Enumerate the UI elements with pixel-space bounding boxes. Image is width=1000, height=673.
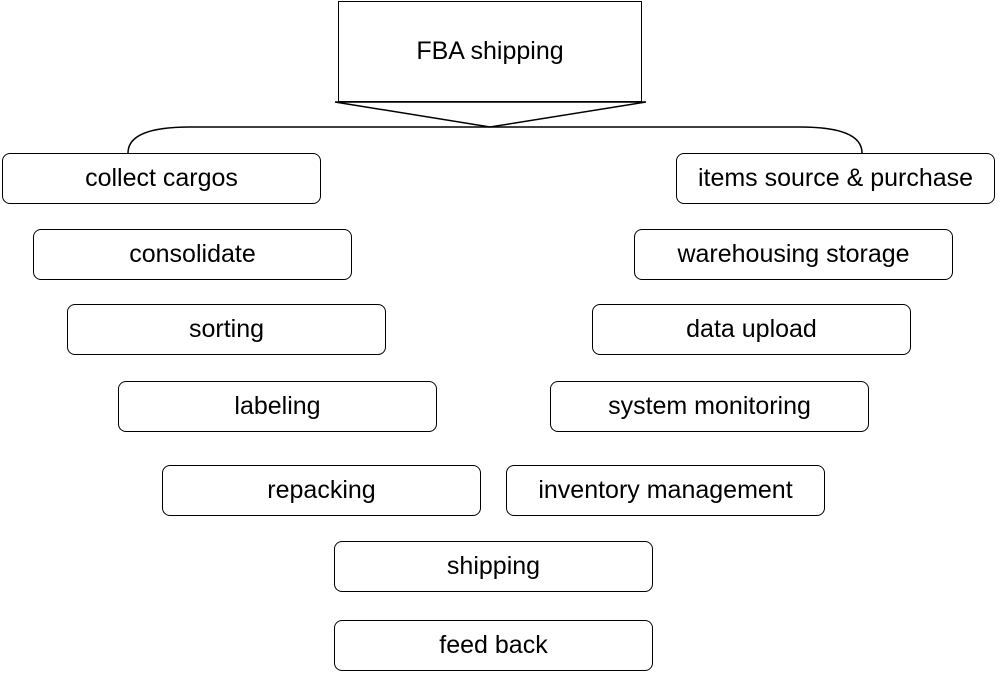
node-system-monitoring: system monitoring	[550, 381, 869, 432]
node-label: shipping	[446, 552, 541, 580]
node-label: data upload	[686, 315, 817, 343]
node-labeling: labeling	[118, 381, 437, 432]
node-label: sorting	[188, 315, 265, 343]
title-text: FBA shipping	[416, 37, 564, 65]
node-data-upload: data upload	[592, 304, 911, 355]
title-box: FBA shipping	[338, 1, 642, 102]
node-label: labeling	[234, 392, 321, 420]
node-label: system monitoring	[608, 392, 811, 420]
node-collect-cargos: collect cargos	[2, 153, 321, 204]
node-warehousing-storage: warehousing storage	[634, 229, 953, 280]
node-shipping: shipping	[334, 541, 653, 592]
node-inventory-management: inventory management	[506, 465, 825, 516]
node-label: items source & purchase	[697, 164, 974, 192]
node-label: inventory management	[538, 476, 793, 504]
node-consolidate: consolidate	[33, 229, 352, 280]
node-label: repacking	[267, 476, 376, 504]
branch-brace	[127, 126, 863, 154]
node-repacking: repacking	[162, 465, 481, 516]
node-label: warehousing storage	[677, 240, 910, 268]
node-label: collect cargos	[85, 164, 238, 192]
node-sorting: sorting	[67, 304, 386, 355]
node-feed-back: feed back	[334, 620, 653, 671]
node-items-source-purchase: items source & purchase	[676, 153, 995, 204]
title-pointer	[334, 101, 647, 128]
node-label: feed back	[439, 631, 548, 659]
node-label: consolidate	[129, 240, 256, 268]
